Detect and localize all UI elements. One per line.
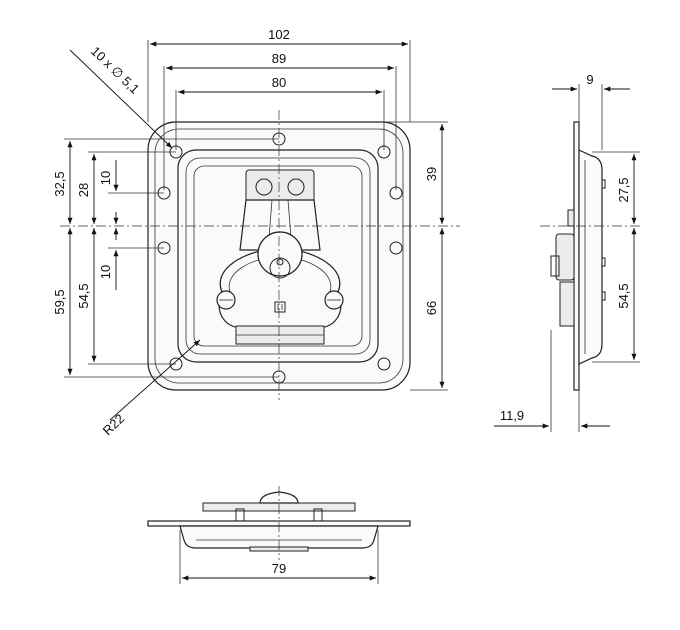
hinge-rivet-left — [255, 178, 273, 196]
dim-label-79: 79 — [272, 561, 286, 576]
dim-label-9: 9 — [586, 72, 593, 87]
front-dish-inner-edge — [185, 157, 371, 355]
latch-arm — [239, 199, 321, 251]
hole-bottom-right — [377, 357, 391, 371]
dim-label-10-top: 10 — [98, 171, 113, 185]
dim-label-89: 89 — [272, 51, 286, 66]
bottom-view: 79 — [147, 486, 411, 584]
dim-label-102: 102 — [268, 27, 290, 42]
butterfly-handle — [218, 247, 342, 329]
holes-leader — [69, 49, 173, 149]
right-dimensions: 39 66 — [380, 121, 448, 391]
dim-label-11-9: 11,9 — [500, 408, 524, 423]
maker-mark — [274, 301, 286, 313]
side-view: 9 27,5 54,5 11,9 — [494, 72, 640, 432]
radius-label: R22 — [100, 411, 128, 438]
dim-label-54-5: 54,5 — [76, 283, 91, 308]
radius-leader — [109, 339, 201, 421]
front-view: 102 89 80 10 x ∅ 5,1 32,5 28 — [52, 27, 460, 438]
dim-label-27-5: 27,5 — [616, 177, 631, 202]
dim-label-59-5: 59,5 — [52, 289, 67, 314]
dim-label-39: 39 — [424, 167, 439, 181]
front-dish-floor — [193, 165, 363, 347]
dim-label-32-5: 32,5 — [52, 171, 67, 196]
side-handle — [555, 233, 575, 281]
hinge-rivet-right — [287, 178, 305, 196]
latch-mechanism — [216, 169, 344, 345]
top-dimensions: 102 89 80 — [147, 27, 411, 190]
dim-label-66: 66 — [424, 301, 439, 315]
side-flange — [573, 121, 580, 391]
dim-label-80: 80 — [272, 75, 286, 90]
side-dish — [578, 149, 603, 365]
center-boss — [257, 231, 303, 277]
left-dimensions: 32,5 28 10 10 59,5 54,5 — [52, 138, 279, 378]
hole-right-lower — [389, 241, 403, 255]
dim-label-side-54-5: 54,5 — [616, 283, 631, 308]
holes-label: 10 x ∅ 5,1 — [88, 43, 142, 96]
dim-label-10-bottom: 10 — [98, 265, 113, 279]
center-pin — [269, 257, 291, 279]
dim-label-28: 28 — [76, 183, 91, 197]
